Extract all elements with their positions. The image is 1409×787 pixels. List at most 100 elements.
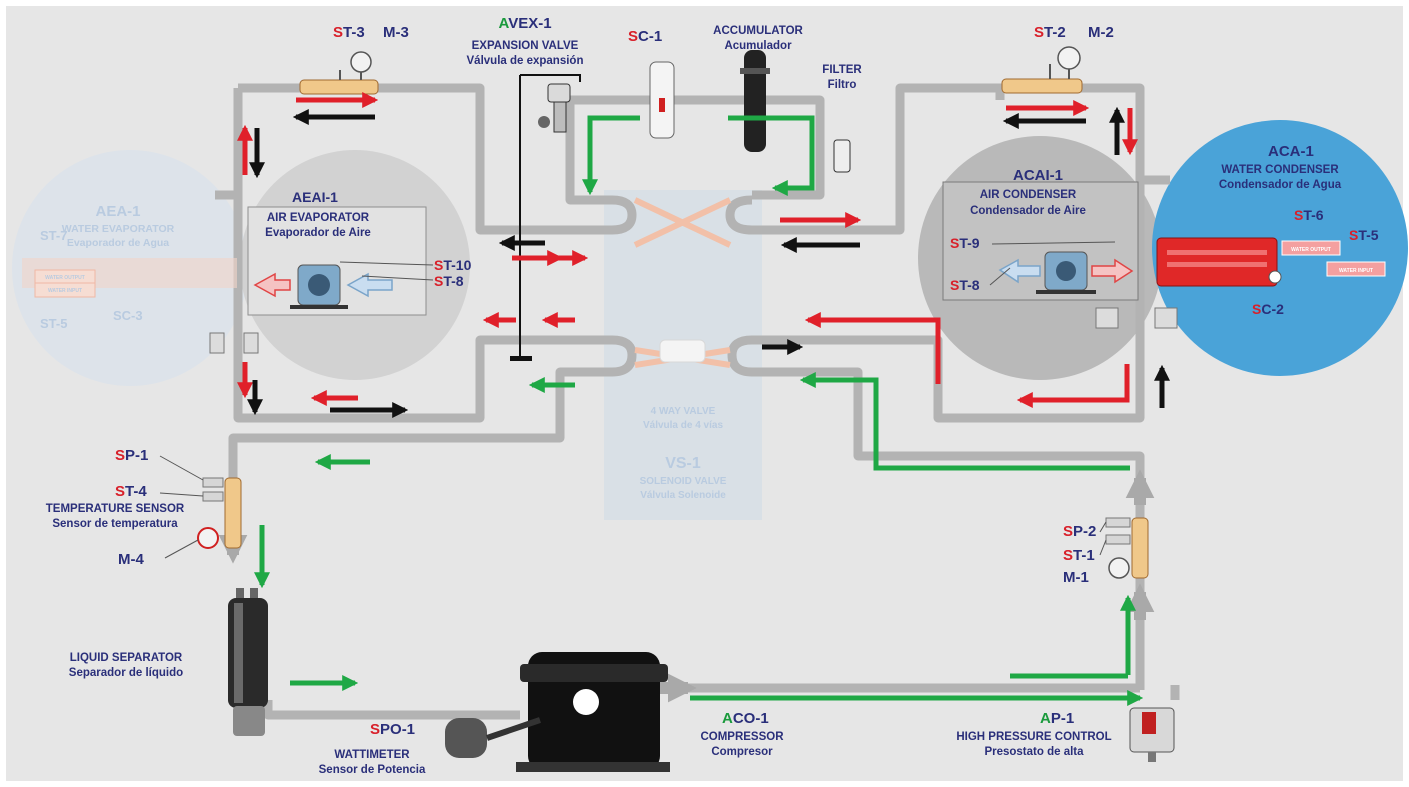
label-st5-right: ST-5 [1349, 227, 1379, 243]
label-m4: M-4 [118, 551, 144, 568]
label-wattimeter-es: Sensor de Potencia [319, 764, 426, 776]
label-four-way-en: 4 WAY VALVE [651, 406, 716, 417]
gauge-m3 [350, 51, 372, 73]
accumulator-band [740, 68, 770, 74]
label-st8-left: ST-8 [434, 273, 464, 289]
pressure-switch-right-2 [1154, 307, 1178, 329]
gauge-m4 [197, 527, 219, 549]
air-condenser-fan-base [1036, 290, 1096, 294]
label-evaporator-water-input: WATER INPUT [48, 288, 82, 294]
solenoid-valve-body [659, 339, 706, 363]
water-condenser-stripe-1 [1167, 250, 1267, 255]
label-water-condenser-es: Condensador de Agua [1219, 179, 1342, 191]
expansion-valve-body [553, 101, 567, 133]
temperature-probe-st1 [1105, 534, 1131, 545]
label-expansion-valve-es: Válvula de expansión [467, 55, 584, 67]
label-liquid-separator-es: Separador de líquido [69, 667, 183, 679]
sensor-tube-st4 [224, 477, 242, 549]
label-sc2: SC-2 [1252, 301, 1284, 317]
label-solenoid-en: SOLENOID VALVE [640, 476, 727, 487]
label-expansion-valve-en: EXPANSION VALVE [472, 40, 579, 52]
label-sc3: SC-3 [113, 308, 143, 323]
pressure-switch-left-2 [243, 332, 259, 354]
water-condenser-stripe-2 [1167, 262, 1267, 267]
label-evaporator-water-output: WATER OUTPUT [45, 275, 85, 281]
label-ap: AP-1 [1040, 710, 1074, 727]
flow-arrows [236, 91, 1171, 707]
sensor-tube-st3 [299, 79, 379, 95]
wattimeter-cable [486, 717, 541, 741]
label-sp1: SP-1 [115, 447, 148, 464]
label-sp2: SP-2 [1063, 523, 1096, 540]
label-m3: M-3 [383, 24, 409, 41]
label-filter-es: Filtro [828, 79, 857, 91]
label-st10: ST-10 [434, 257, 472, 273]
label-air-evaporator-en: AIR EVAPORATOR [267, 212, 370, 224]
label-air-evaporator-es: Evaporador de Aire [265, 227, 371, 239]
expansion-valve-bulb [538, 116, 550, 128]
water-condenser-circle [1152, 120, 1408, 376]
label-spo: SPO-1 [370, 721, 415, 738]
cool-air-arrow-left [346, 272, 393, 298]
accumulator-tank [744, 50, 766, 152]
label-wattimeter-en: WATTIMETER [334, 749, 410, 761]
label-st2: ST-2 [1034, 24, 1066, 41]
labels: ST-3 M-3 AVEX-1 EXPANSION VALVE Válvula … [40, 15, 1379, 776]
expansion-valve-head [547, 83, 571, 103]
pressure-sensor-sp2 [1105, 517, 1131, 528]
label-water-evaporator-es: Evaporador de Agua [67, 237, 169, 249]
label-acai: ACAI-1 [1013, 167, 1063, 184]
pressure-switch-right-1 [1095, 307, 1119, 329]
label-aco: ACO-1 [722, 710, 769, 727]
label-m2: M-2 [1088, 24, 1114, 41]
label-high-pressure-es: Presostato de alta [984, 746, 1084, 758]
label-high-pressure-en: HIGH PRESSURE CONTROL [956, 731, 1111, 743]
label-accumulator-en: ACCUMULATOR [713, 25, 803, 37]
label-aca: ACA-1 [1268, 143, 1314, 160]
label-compressor-es: Compresor [711, 746, 773, 758]
label-liquid-separator-en: LIQUID SEPARATOR [70, 652, 183, 664]
label-st6: ST-6 [1294, 207, 1324, 223]
label-condenser-water-output: WATER OUTPUT [1291, 247, 1331, 253]
label-solenoid-es: Válvula Solenoide [640, 490, 726, 501]
label-accumulator-es: Acumulador [724, 40, 792, 52]
gauge-m1 [1108, 557, 1130, 579]
label-st7: ST-7 [40, 228, 67, 243]
wattimeter-body [445, 718, 487, 758]
expansion-line-cap [510, 356, 532, 361]
label-condenser-water-input: WATER INPUT [1339, 268, 1373, 274]
pressure-switch-left-1 [209, 332, 225, 354]
label-sc1: SC-1 [628, 28, 662, 45]
water-evaporator-input-tag [34, 282, 96, 298]
compressor-terminal [573, 689, 599, 715]
sensor-tube-st2 [1001, 78, 1083, 94]
filter-body [833, 139, 851, 173]
flow-meter-sc1-float [659, 98, 665, 112]
water-condenser-input-tag [1326, 261, 1386, 277]
label-avex: AVEX-1 [498, 15, 551, 32]
compressor-base [516, 762, 670, 772]
gauge-m2 [1057, 46, 1081, 70]
hot-air-arrow-left [253, 272, 291, 298]
label-m1: M-1 [1063, 569, 1089, 586]
label-temperature-sensor-es: Sensor de temperatura [52, 518, 178, 530]
expansion-valve-capillary [520, 74, 581, 82]
flow-paths [581, 115, 1130, 679]
label-water-evaporator-en: WATER EVAPORATOR [62, 223, 175, 235]
label-water-condenser-en: WATER CONDENSER [1221, 164, 1339, 176]
flow-meter-sc2 [1268, 270, 1282, 284]
liquid-separator-base [233, 706, 265, 736]
label-aeai: AEAI-1 [292, 189, 338, 205]
high-pressure-switch-indicator [1142, 712, 1156, 734]
label-filter-en: FILTER [822, 64, 862, 76]
label-air-condenser-en: AIR CONDENSER [980, 189, 1077, 201]
water-condenser-output-tag [1281, 240, 1341, 256]
temperature-probe-st4 [202, 491, 224, 502]
label-st5-left: ST-5 [40, 316, 67, 331]
label-four-way-es: Válvula de 4 vías [643, 420, 723, 431]
air-condenser-fan-hub [1056, 261, 1076, 281]
label-temperature-sensor-en: TEMPERATURE SENSOR [46, 503, 185, 515]
label-st4: ST-4 [115, 483, 147, 500]
